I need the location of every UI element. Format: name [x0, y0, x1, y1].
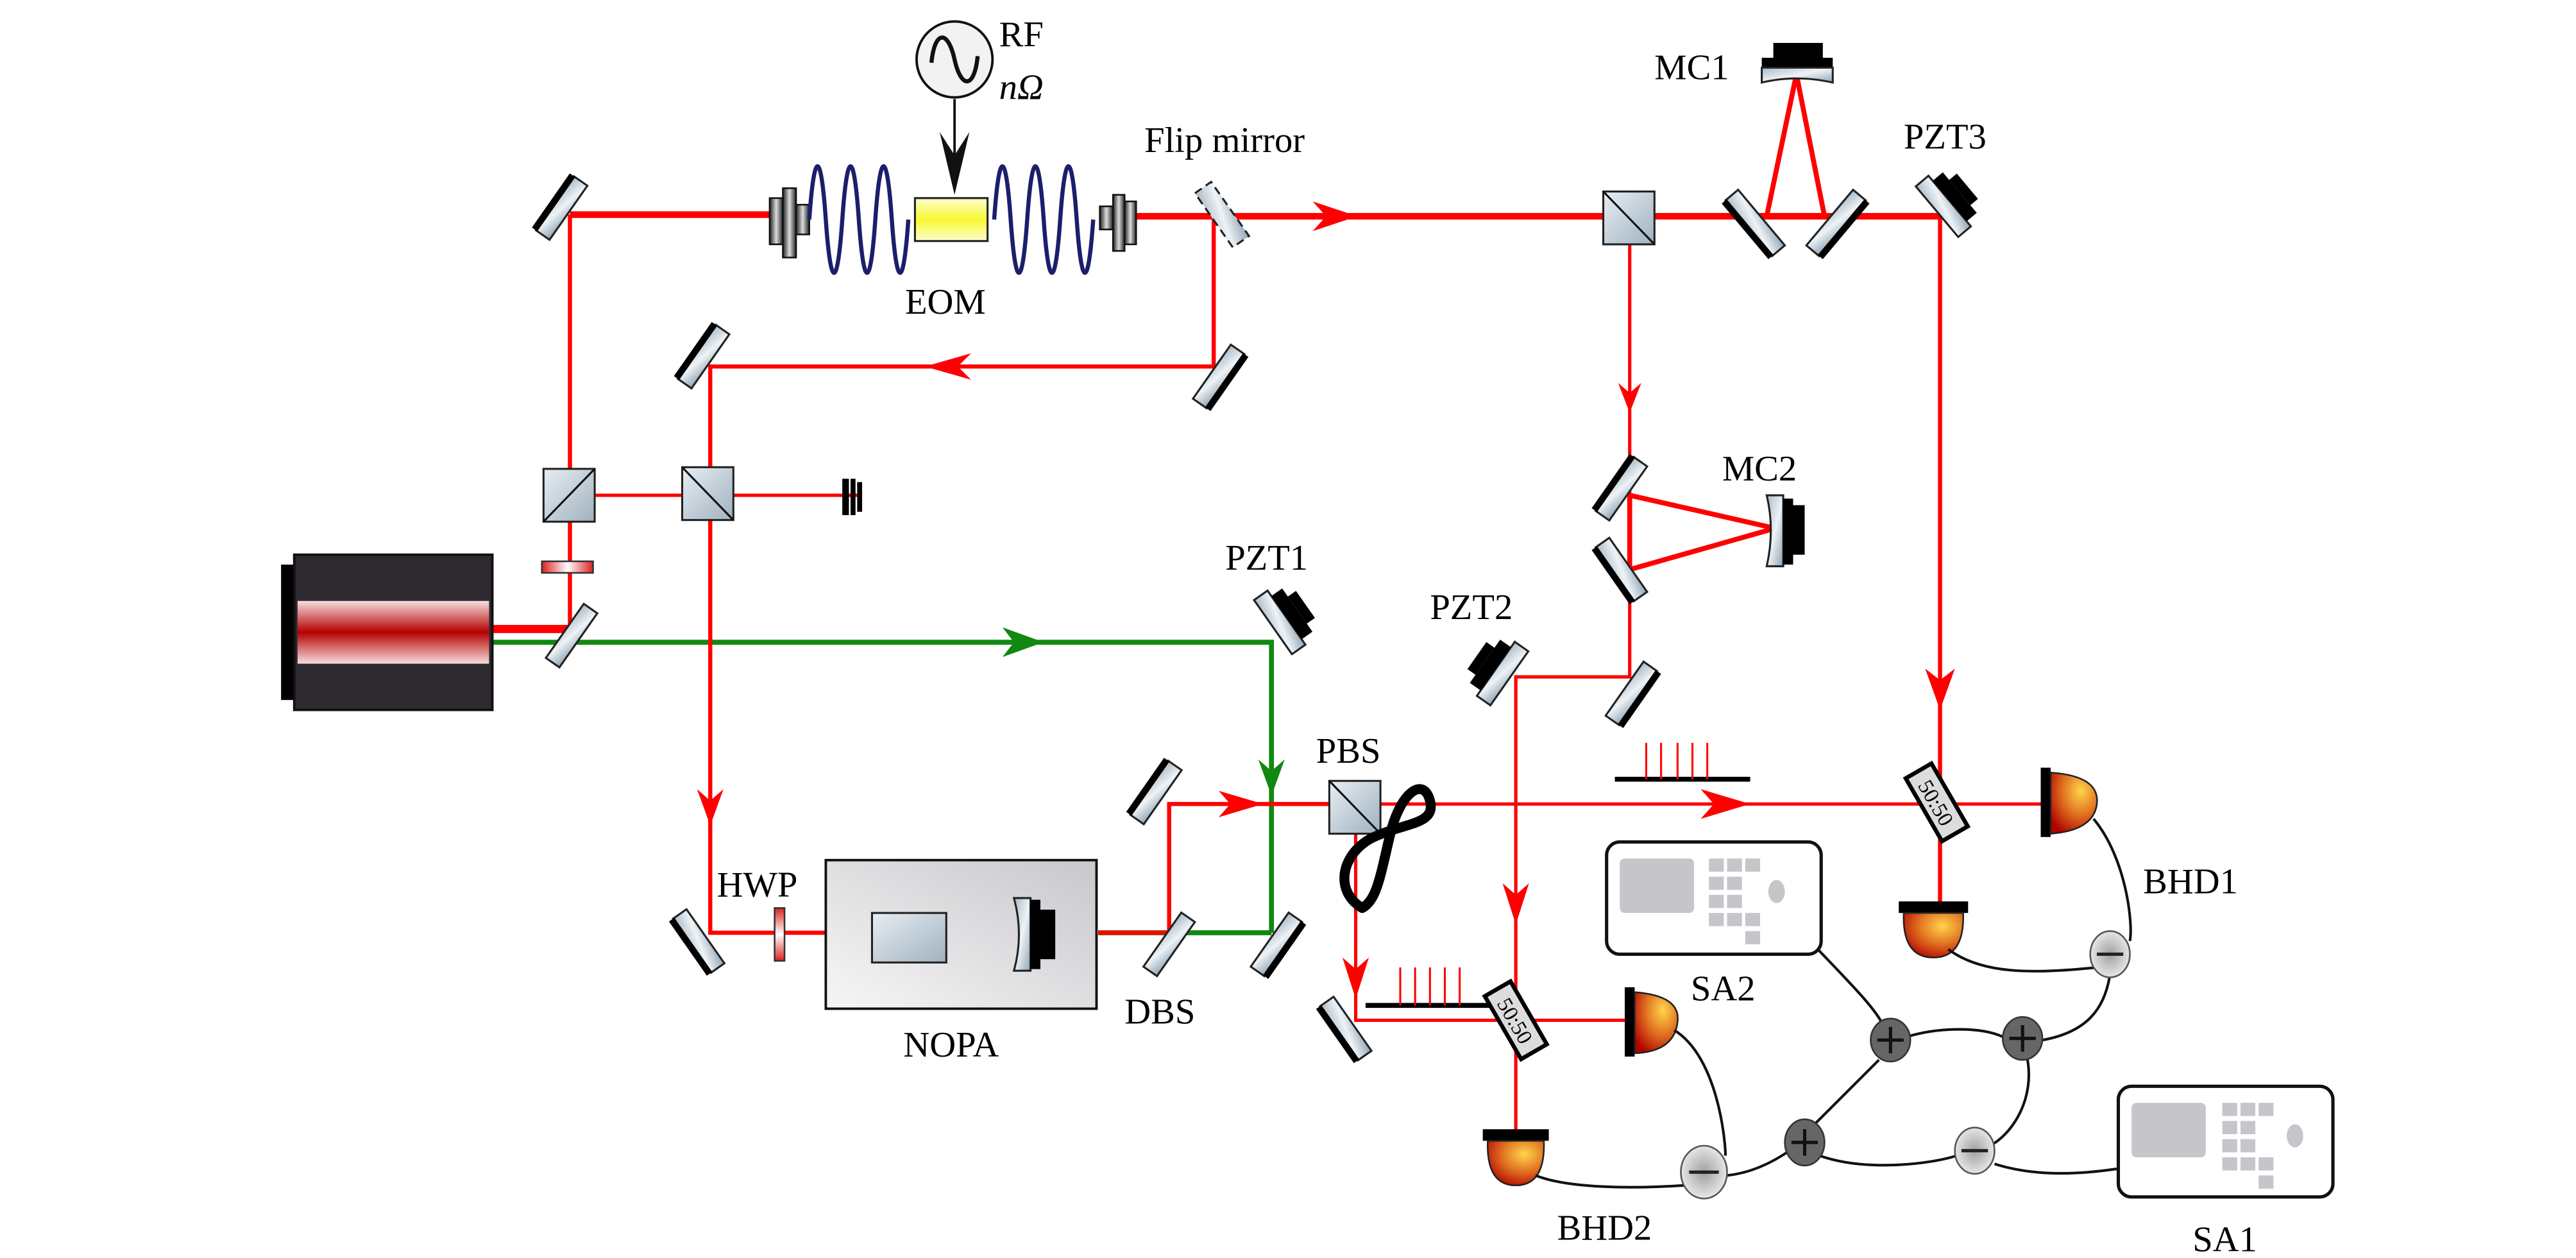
arrow-right-top [1312, 201, 1358, 232]
eom-label: EOM [905, 282, 986, 322]
pzt3-label: PZT3 [1904, 117, 1987, 157]
arrow-down-pbs [1342, 957, 1369, 999]
frequency-comb-bottom [1365, 967, 1495, 1008]
eom: EOM [768, 164, 1137, 322]
mc1-input-mirror [1722, 188, 1786, 260]
nopa-curved-mirror [1012, 897, 1032, 972]
mirror-pzt2-right [1604, 660, 1661, 728]
fiber-loop-figure-eight [1339, 784, 1436, 914]
mc2-curved-mirror: MC2 [1722, 449, 1805, 568]
bhd1-detector-bottom [1899, 901, 1969, 958]
hwp-label: HWP [717, 865, 798, 905]
pzt2-mirror[interactable] [1458, 629, 1530, 707]
arrow-green-down [1258, 759, 1285, 796]
rf-arrow-icon [939, 132, 970, 195]
diff-node-bhd2 [1680, 1144, 1728, 1200]
beam-splitter-cube-right [681, 466, 734, 522]
pzt3-mirror[interactable] [1914, 161, 1988, 239]
arrow-down-lo1 [1925, 668, 1955, 710]
signal-wires [1535, 818, 2132, 1189]
beam-dump [842, 479, 863, 515]
mirror-dbs-top [1126, 758, 1183, 826]
sa2-label: SA2 [1691, 969, 1756, 1009]
frequency-comb-top [1614, 743, 1750, 782]
spectrum-analyzer-sa1[interactable] [2116, 1084, 2335, 1199]
beam-mc1-cavity [1763, 74, 1828, 219]
diff-node-sa1 [1954, 1126, 1996, 1175]
beam-green-pump [492, 640, 1275, 933]
mirror-hwp-left [668, 908, 726, 976]
beam-pbs-down [1353, 825, 1635, 1022]
mirror-mid-right [1191, 343, 1249, 411]
plus-icon [1877, 1026, 1904, 1053]
plus-icon [1791, 1129, 1818, 1156]
mc2-output-mirror [1591, 536, 1649, 604]
dichroic-laser [544, 602, 599, 669]
mc2-label: MC2 [1722, 449, 1797, 489]
sum-node-3 [1784, 1118, 1826, 1167]
flip-mirror-label: Flip mirror [1144, 121, 1305, 160]
pbs-cube[interactable] [1328, 779, 1382, 835]
pbs-label: PBS [1316, 731, 1381, 771]
spectrum-analyzer-sa2[interactable] [1605, 840, 1823, 956]
spring-coil-right [992, 164, 1096, 275]
nopa[interactable] [824, 858, 1098, 1010]
mc1-curved-mirror: MC1 [1654, 42, 1834, 88]
bhd1-detector-right [2040, 767, 2098, 837]
mc1-output-mirror [1804, 188, 1870, 260]
arrow-red-down-left [697, 789, 724, 826]
sa1-label: SA1 [2192, 1220, 2257, 1258]
sum-node-1 [1870, 1017, 1911, 1063]
pzt1-label: PZT1 [1225, 538, 1308, 578]
mirror-green-fold [1249, 911, 1307, 980]
mirrors [532, 173, 1870, 1064]
beam-mc2-cavity [1627, 492, 1776, 573]
pzt1-mirror[interactable] [1252, 577, 1325, 656]
dbs-mirror[interactable] [1142, 911, 1196, 978]
rf-label: RF [999, 15, 1044, 55]
rf-frequency-label: nΩ [999, 67, 1044, 107]
waveplate-laser [541, 560, 594, 574]
arrow-red-right-pbs [1218, 790, 1264, 817]
beam-flip-down [708, 216, 1216, 935]
diff-node-bhd1 [2089, 930, 2131, 978]
flip-mirror[interactable] [1193, 180, 1251, 249]
pzt2-label: PZT2 [1430, 588, 1513, 627]
beam-splitter-cube-top [1602, 190, 1656, 246]
mirror-pbs-bottom [1316, 995, 1373, 1064]
plus-icon [2009, 1025, 2036, 1052]
beam-splitter-cube-left [542, 468, 596, 523]
arrow-down-mc2 [1618, 383, 1641, 413]
rf-source: RF nΩ [915, 15, 1044, 195]
mc1-label: MC1 [1654, 48, 1729, 88]
laser-source [281, 553, 494, 711]
beam-nopa-out [1098, 802, 1330, 935]
dbs-label: DBS [1124, 992, 1195, 1032]
arrow-down-pzt2 [1502, 883, 1529, 925]
beam-arrows [697, 201, 1955, 999]
spring-coil-left [807, 164, 911, 275]
bhd2-detector-bottom [1482, 1129, 1549, 1187]
hwp[interactable] [774, 907, 786, 962]
nopa-crystal [870, 912, 947, 964]
bhd2-label: BHD2 [1557, 1209, 1652, 1248]
arrow-green [1002, 627, 1044, 658]
nopa-label: NOPA [903, 1025, 999, 1065]
arrow-red-right-lo [1700, 789, 1750, 819]
bhd2-detector-right [1624, 987, 1679, 1057]
mc2-input-mirror [1591, 454, 1649, 522]
arrow-left-mid [924, 353, 971, 380]
mirror-top-left [532, 173, 589, 241]
bhd1-label: BHD1 [2143, 862, 2238, 901]
sum-node-2 [2002, 1016, 2044, 1061]
mirror-mid-left [674, 321, 731, 390]
